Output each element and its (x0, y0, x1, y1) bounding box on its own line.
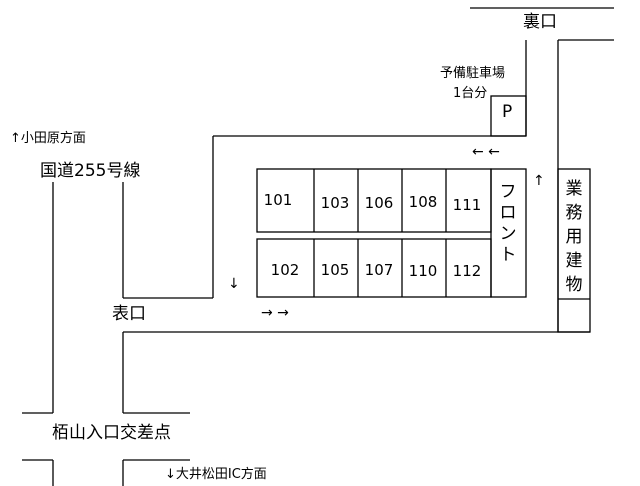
left-arrows: ← ← (472, 144, 500, 160)
front-entrance-label: 表口 (112, 304, 146, 324)
route255-label: 国道255号線 (40, 161, 141, 181)
reserve-parking-count: 1台分 (453, 86, 488, 101)
room-label: 101 (263, 191, 293, 209)
up-arrow: ↑ (533, 173, 545, 189)
parking-symbol: P (502, 102, 513, 122)
room-label: 111 (452, 196, 482, 214)
room-label: 105 (320, 261, 350, 279)
to-odawara-label: ↑小田原方面 (10, 131, 86, 146)
right-arrows: → → (261, 305, 289, 321)
room-label: 107 (364, 261, 394, 279)
down-arrow: ↓ (228, 276, 240, 292)
service-building-label: 業務用建物 (565, 179, 583, 295)
to-oimatsuda-label: ↓大井松田IC方面 (165, 467, 267, 482)
front-desk-label: フロント (499, 182, 517, 265)
room-label: 103 (320, 194, 350, 212)
room-label: 110 (408, 262, 438, 280)
front-desk-box (490, 168, 527, 298)
reserve-parking-label: 予備駐車場 (440, 66, 506, 81)
back-entrance-label: 裏口 (523, 12, 557, 32)
service-building-box (557, 168, 591, 333)
room-label: 112 (452, 262, 482, 280)
room-label: 106 (364, 194, 394, 212)
room-label: 108 (408, 193, 438, 211)
intersection-label: 栢山入口交差点 (52, 423, 171, 443)
room-label: 102 (270, 261, 300, 279)
